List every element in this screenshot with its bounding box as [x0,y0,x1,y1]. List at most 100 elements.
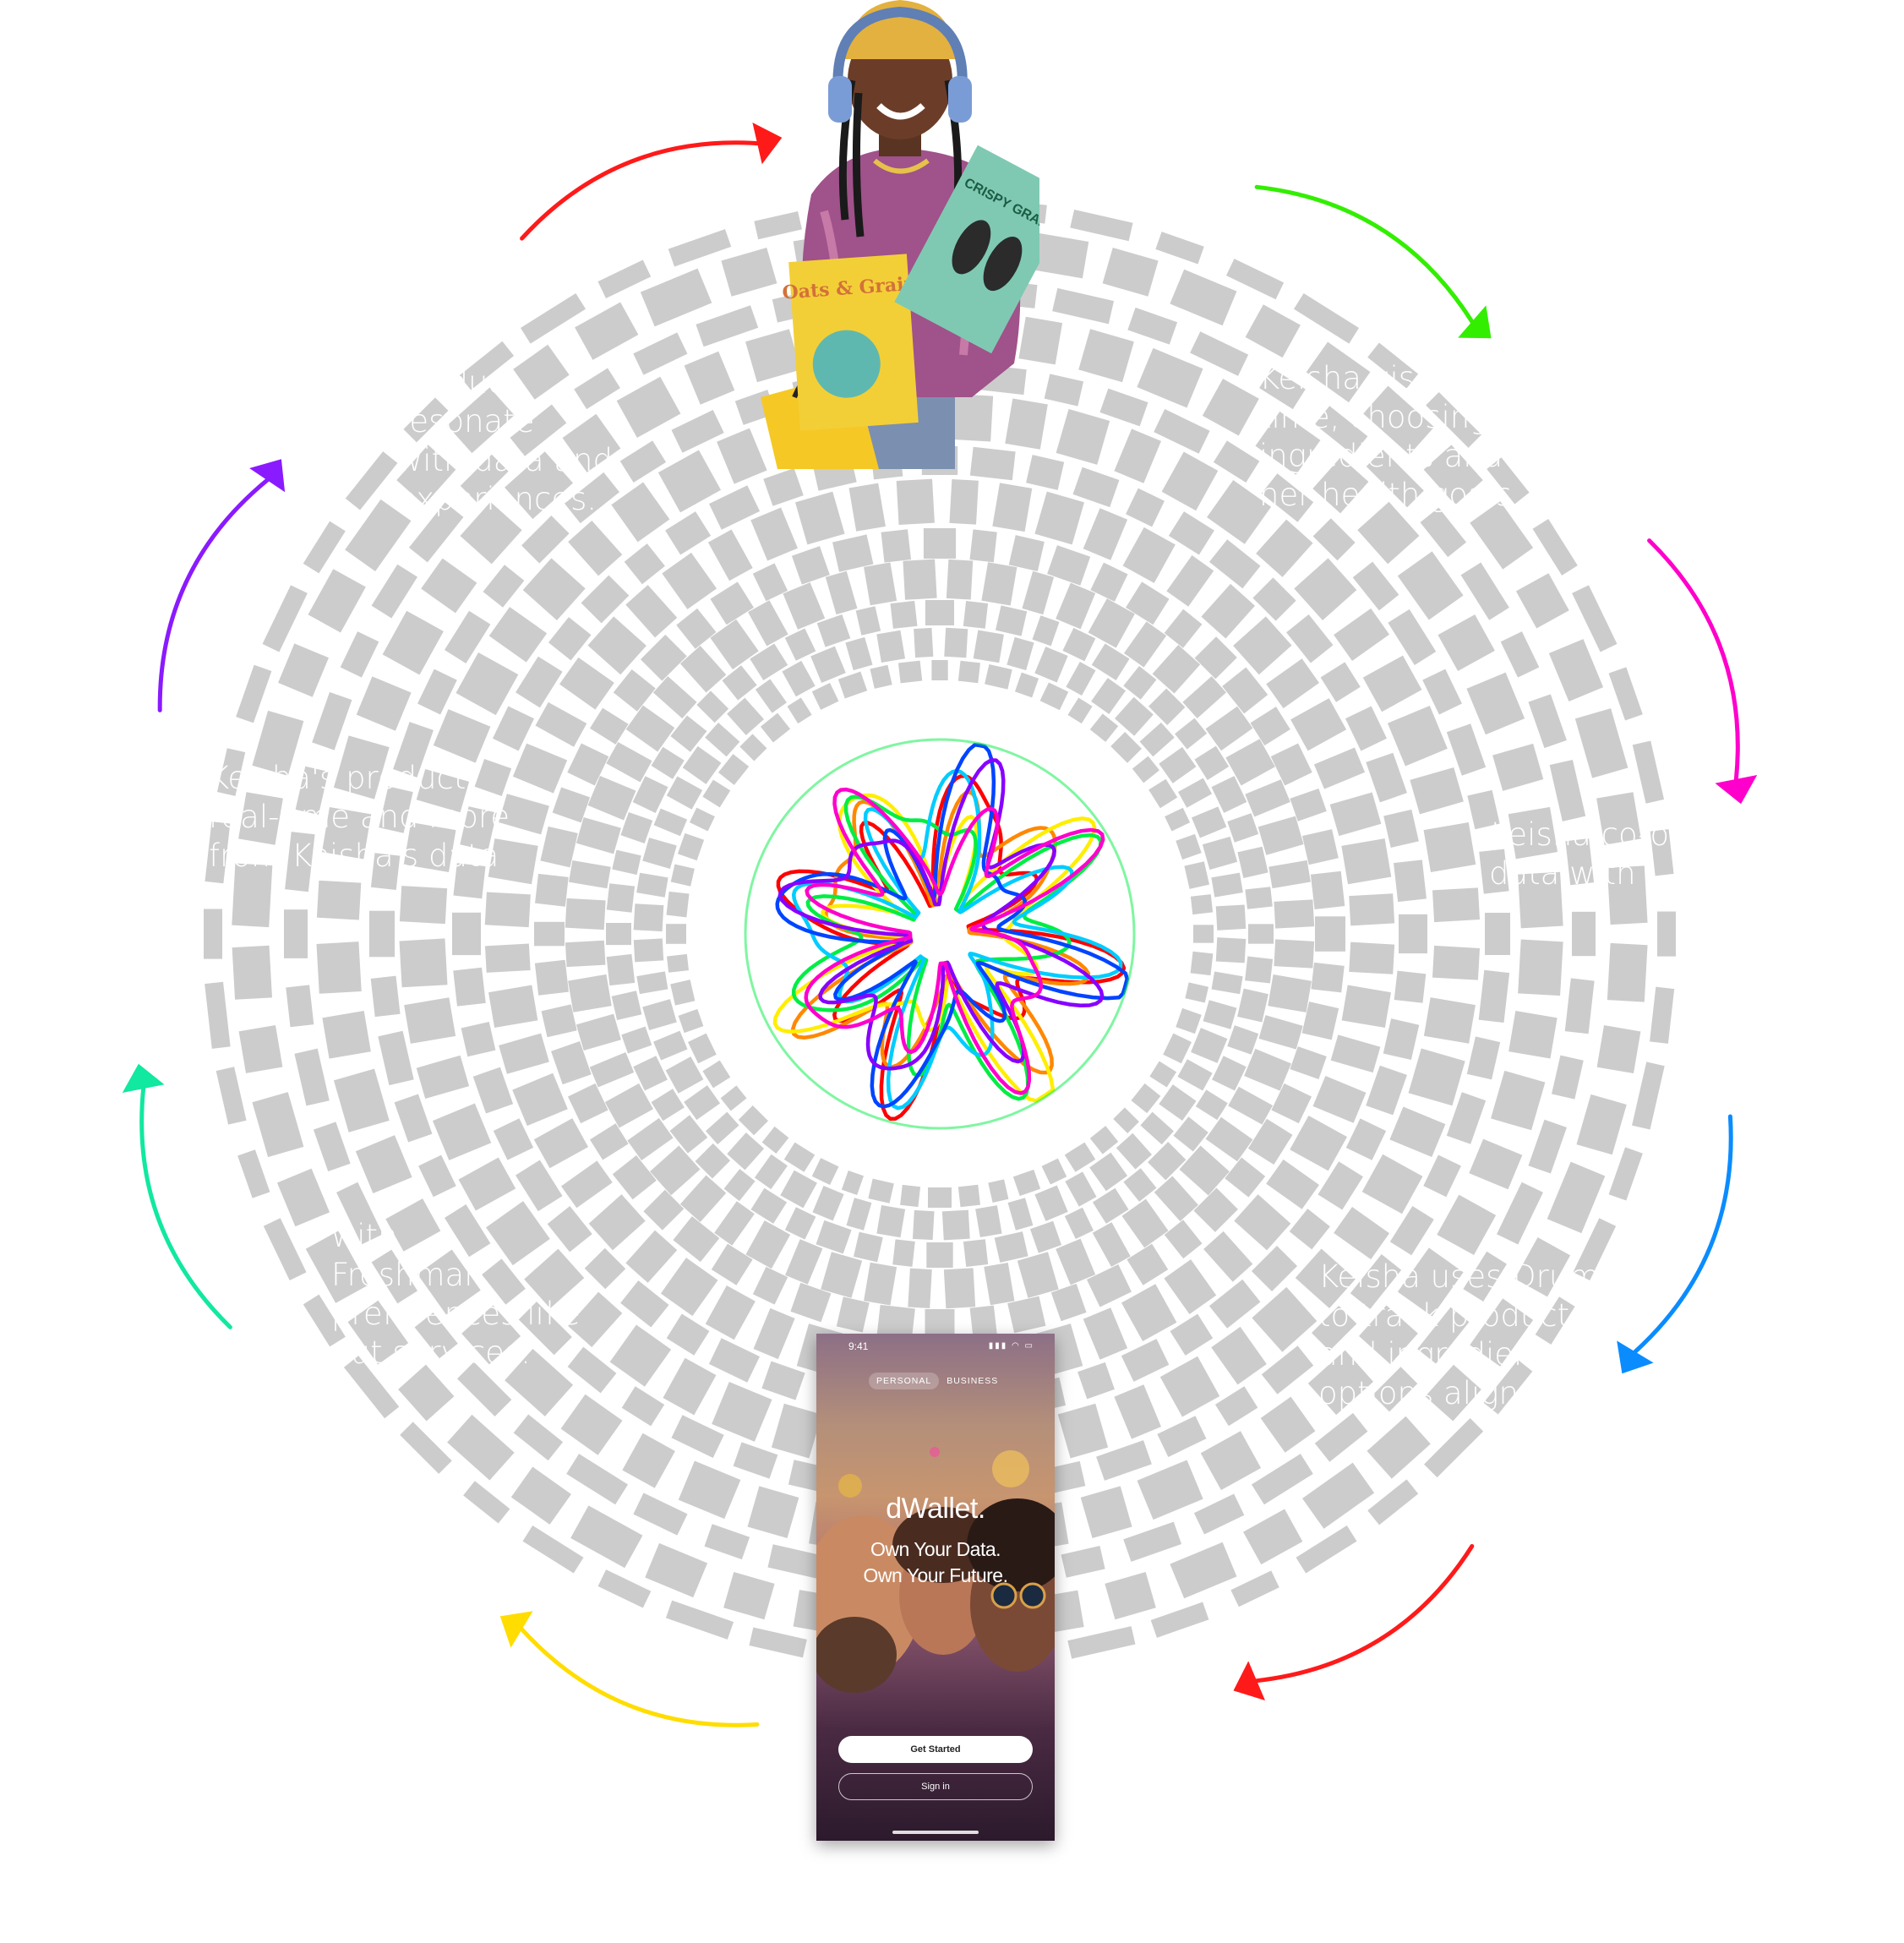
ring-tile [418,1154,456,1198]
ring-tile [832,534,874,572]
ring-tile [562,413,621,472]
ring-tile [787,697,812,724]
ring-tile [488,838,538,885]
ring-tile [666,776,703,810]
ring-tile [534,959,569,996]
ring-tile [1230,1570,1279,1607]
tab-business[interactable]: BUSINESS [947,1376,999,1386]
ring-tile [914,627,934,658]
ring-tile [1290,1115,1347,1171]
ring-tile [589,707,629,745]
ring-tile [633,1056,668,1091]
ring-tile [1314,406,1368,456]
ring-tile [1077,1362,1115,1400]
ring-tile [1092,1222,1131,1267]
ring-tile [1227,813,1259,843]
ring-tile [1518,939,1563,996]
ring-tile [876,630,906,663]
ring-tile [1446,1092,1487,1144]
ring-tile [705,1285,756,1340]
ring-tile [1394,860,1427,903]
ring-tile [355,1135,412,1194]
ring-tile [356,676,412,731]
ring-tile [567,1083,608,1124]
ring-tile [1352,561,1399,611]
ring-tile [754,1154,788,1190]
ring-tile [1446,723,1487,776]
ring-tile [493,1118,534,1160]
shopper-photo: Oats & Grain CRISPY GRAIN [761,0,1039,469]
ring-tile [606,953,636,986]
ring-tile [1148,1142,1187,1181]
ring-tile [1212,1056,1247,1091]
ring-tile [1547,1161,1606,1234]
ring-tile [1159,1356,1220,1417]
ring-tile [1205,706,1253,751]
ring-tile [714,1201,755,1246]
arrow-icon [139,1086,232,1329]
ring-tile [645,1542,708,1598]
ring-tile [790,1282,832,1323]
ring-tile [1500,631,1540,678]
ring-tile [1164,1259,1217,1315]
arrow-head-icon [249,459,286,493]
tab-personal[interactable]: PERSONAL [869,1373,940,1389]
arrow-head-icon [499,1611,533,1648]
ring-tile [416,1055,470,1100]
ring-tile [613,669,656,712]
sign-in-button[interactable]: Sign in [838,1773,1033,1800]
ring-tile [1175,718,1208,750]
ring-tile [1361,1154,1423,1214]
ring-tile [1190,951,1214,976]
ring-tile [590,1123,629,1160]
ring-tile [1261,1345,1314,1394]
ring-tile [1047,545,1091,586]
ring-tile [1266,1159,1319,1209]
ring-tile [1165,807,1191,832]
ring-tile [1155,232,1204,265]
home-indicator [892,1831,979,1834]
ring-tile [1576,1094,1627,1155]
arrow-head-icon [1617,1340,1654,1374]
ring-tile [432,1103,492,1160]
ring-tile [640,268,712,327]
ring-tile [1090,562,1128,602]
account-type-toggle[interactable]: PERSONAL BUSINESS [869,1371,1012,1391]
ring-tile [785,1239,823,1285]
ring-tile [1607,865,1648,925]
ring-tile [923,528,957,559]
ring-tile [456,1362,512,1416]
ring-tile [1099,388,1148,427]
ring-tile [1215,937,1247,963]
ring-tile [561,1160,613,1209]
ring-tile [841,1170,865,1195]
ring-tile [1245,887,1273,909]
ring-tile [567,743,609,786]
get-started-button[interactable]: Get Started [838,1736,1033,1763]
ring-tile [1202,836,1238,871]
ring-tile [484,943,531,973]
ring-tile [1083,1307,1128,1360]
ring-tile [1185,982,1209,1003]
ring-tile [671,1415,724,1458]
ring-tile [1164,609,1203,648]
ring-tile [897,660,923,684]
ring-tile [574,368,620,410]
ring-tile [696,690,729,723]
ring-tile [215,1067,247,1125]
ring-tile [393,722,434,778]
ring-tile [1065,1171,1097,1207]
ring-tile [444,610,491,663]
ring-tile [1228,1086,1274,1125]
ring-tile [1123,1521,1182,1562]
ring-tile [1110,732,1142,763]
ring-tile [510,404,567,456]
ring-tile [474,759,512,796]
ring-tile [488,607,548,663]
ring-tile [710,581,754,625]
ring-tile [622,1433,675,1488]
ring-tile [712,1381,772,1442]
ring-tile [745,329,801,383]
ring-tile [612,849,641,876]
ring-tile [1123,1168,1157,1202]
